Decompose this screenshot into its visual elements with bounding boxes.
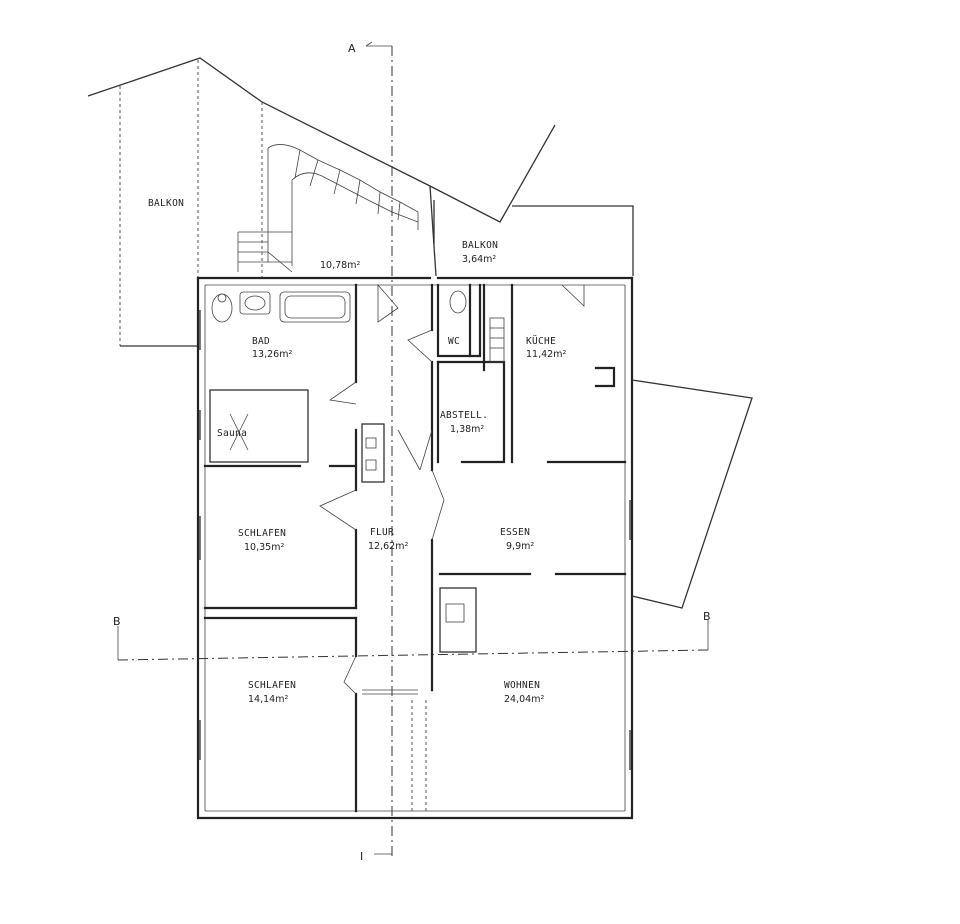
staircase <box>237 144 419 273</box>
exterior-walls <box>196 276 634 820</box>
room-kueche-name: KÜCHE <box>526 336 556 347</box>
room-schlafen2-name: SCHLAFEN <box>248 680 296 691</box>
room-balkon-left-name: BALKON <box>148 198 184 209</box>
room-wohnen-name: WOHNEN <box>504 680 540 691</box>
room-bad-area: 13,26m² <box>252 349 292 360</box>
room-balkon-right-area: 3,64m² <box>462 254 496 265</box>
section-a-top-label: A <box>348 42 356 55</box>
section-b-left-label: B <box>113 615 121 628</box>
room-balkon-right-name: BALKON <box>462 240 498 251</box>
room-schlafen2-area: 14,14m² <box>248 694 288 705</box>
windows <box>199 200 631 770</box>
room-schlafen1-area: 10,35m² <box>244 542 284 553</box>
room-abstell-area: 1,38m² <box>450 424 484 435</box>
doors <box>319 283 585 695</box>
room-bad-name: BAD <box>252 336 270 347</box>
room-wc-name: WC <box>448 336 460 347</box>
section-b-right-label: B <box>703 610 711 623</box>
section-lines <box>117 41 709 860</box>
room-kueche-area: 11,42m² <box>526 349 566 360</box>
room-schlafen1-name: SCHLAFEN <box>238 528 286 539</box>
hidden-lines <box>411 700 427 811</box>
room-abstell-name: ABSTELL. <box>440 410 488 421</box>
room-flur-area: 12,62m² <box>368 541 408 552</box>
room-stair-area: 10,78m² <box>320 260 360 271</box>
room-sauna-name: Sauna <box>217 428 247 439</box>
room-flur-name: FLUR <box>370 527 394 538</box>
roof-outline <box>87 57 634 347</box>
room-essen-area: 9,9m² <box>506 541 534 552</box>
interior-walls <box>203 283 627 813</box>
room-wohnen-area: 24,04m² <box>504 694 544 705</box>
terrace-outline <box>631 379 753 609</box>
section-a-bottom-label: I <box>360 850 363 863</box>
room-essen-name: ESSEN <box>500 527 530 538</box>
sanitary-fixtures <box>211 290 505 451</box>
